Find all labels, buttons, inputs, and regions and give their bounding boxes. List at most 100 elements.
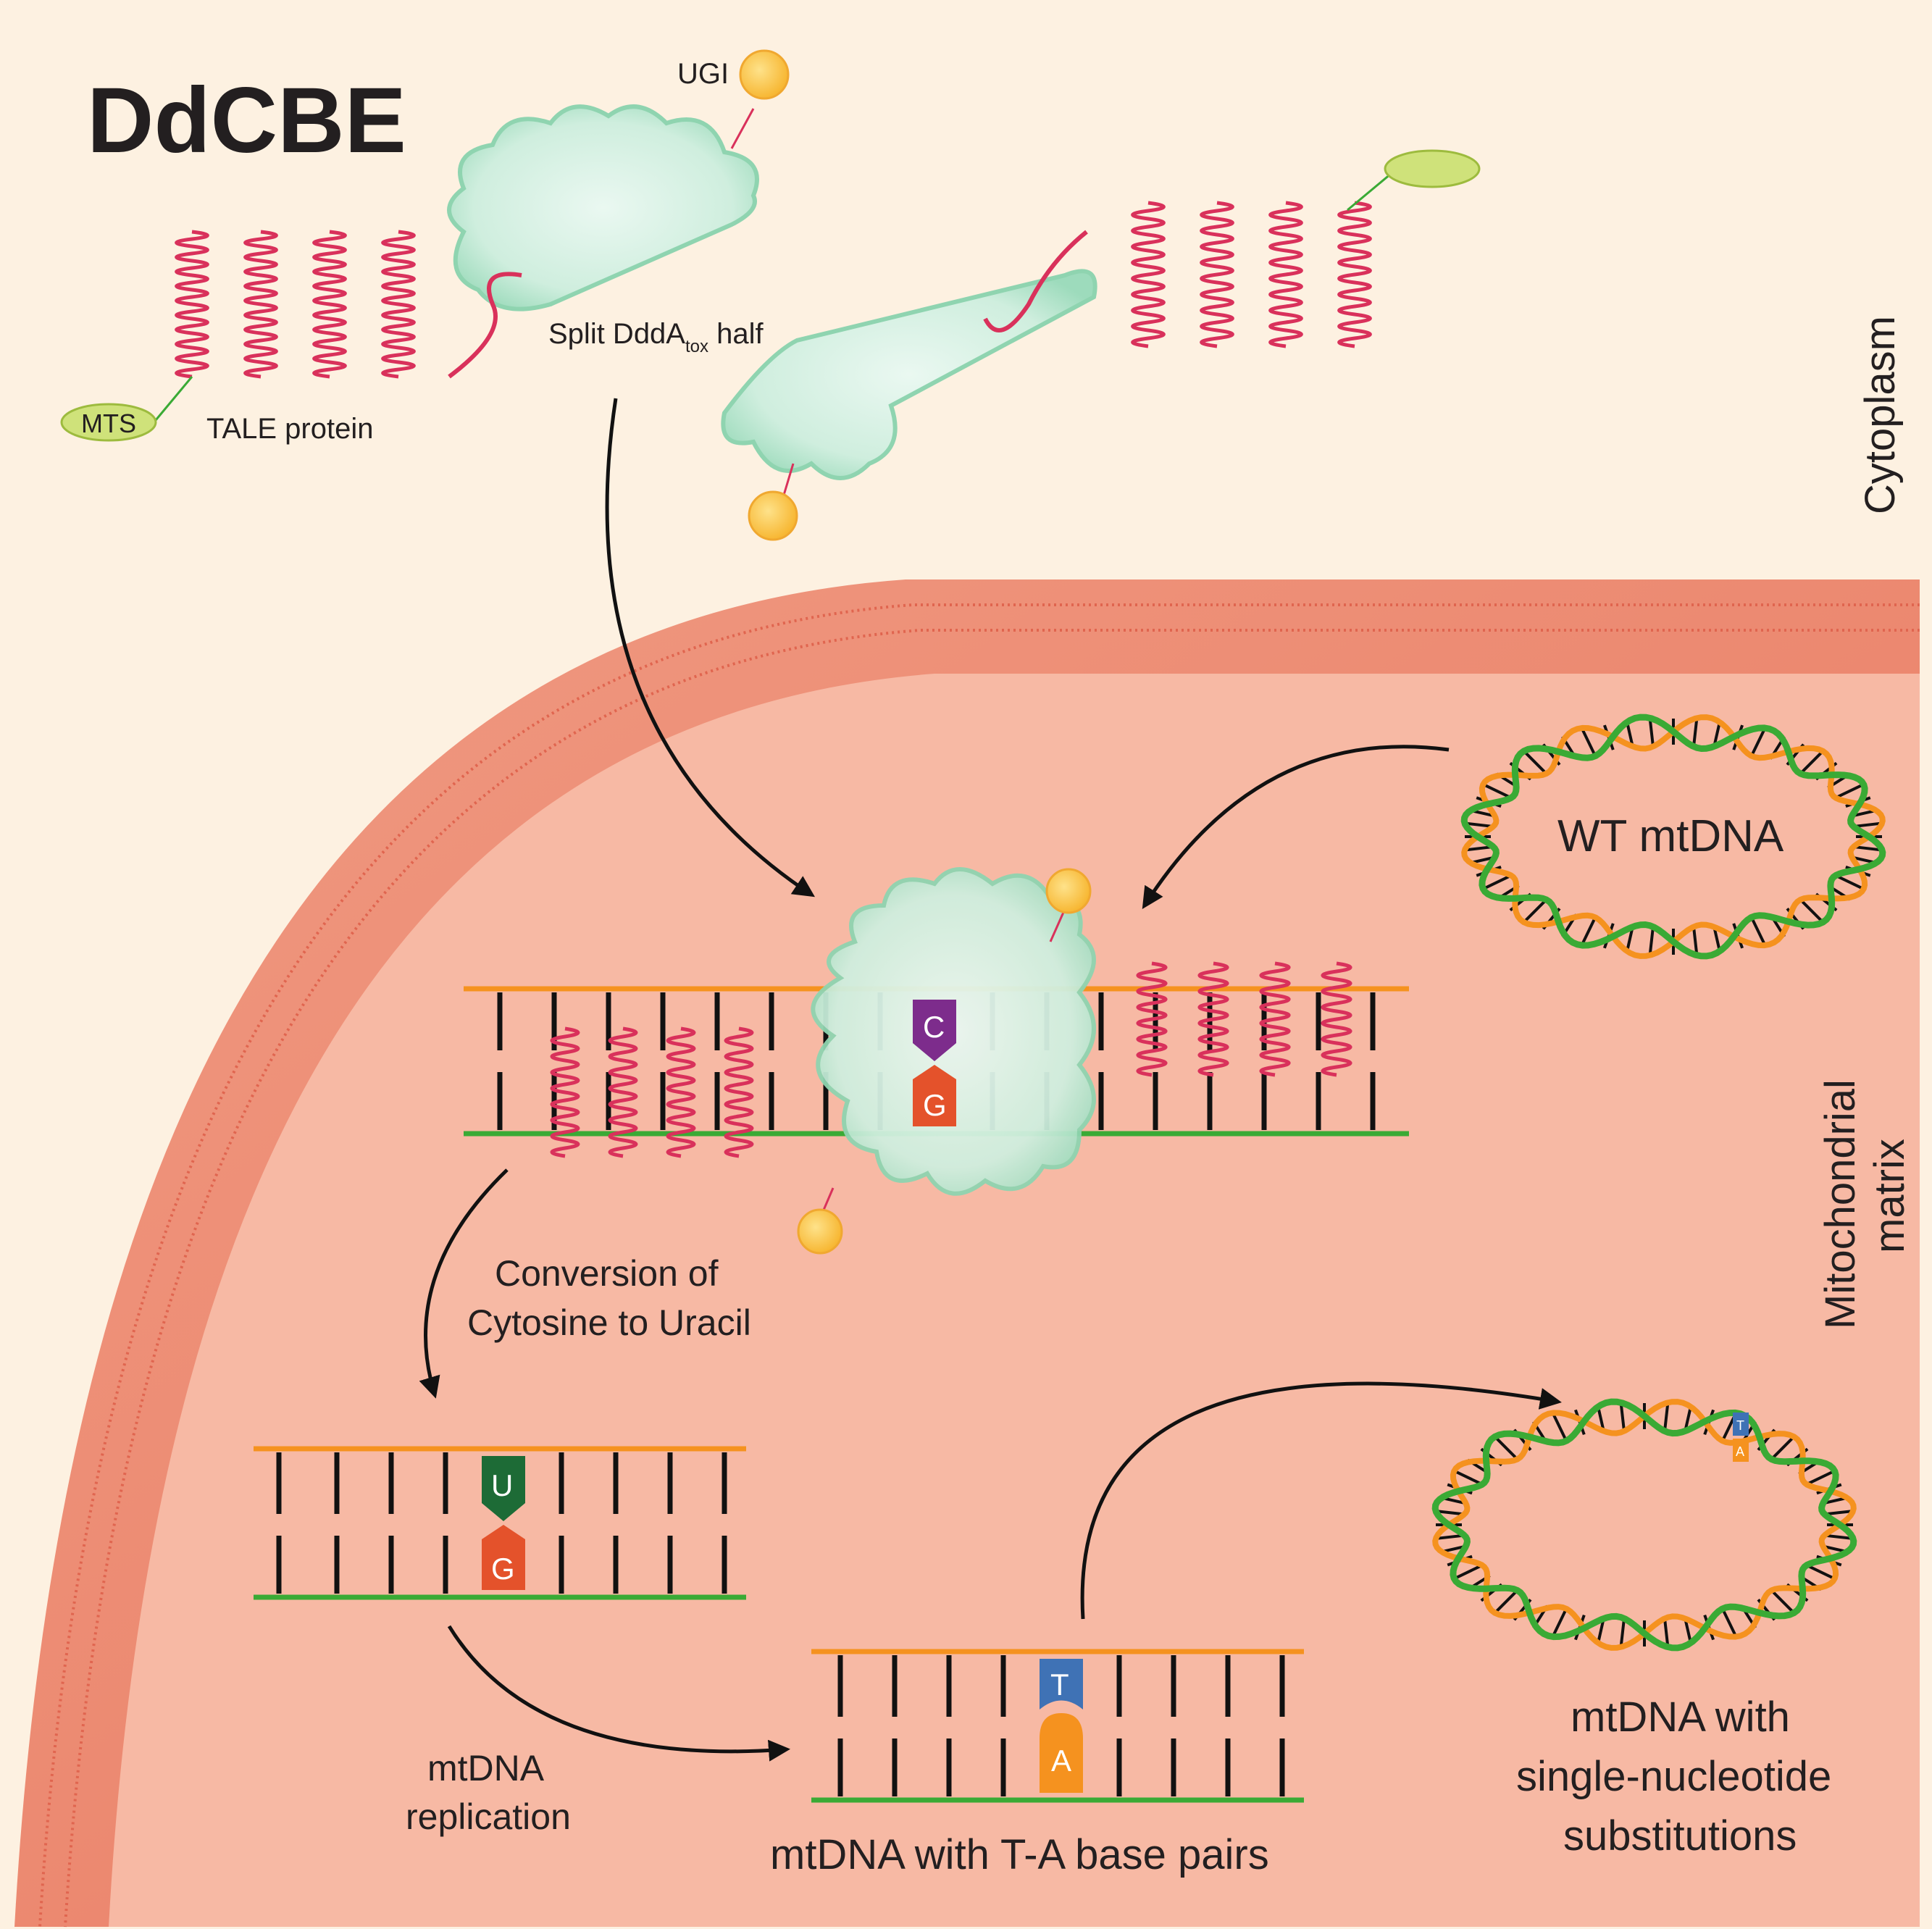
- tale-helix-column: [666, 1026, 696, 1158]
- ring-base-pair: [1801, 752, 1823, 773]
- ring-base-pair: [1625, 721, 1634, 748]
- ring-base-pair: [1619, 1619, 1626, 1646]
- ring-strand-green: [1460, 714, 1886, 960]
- ring-base-pair: [1524, 900, 1546, 921]
- editing-c-label: C: [923, 1010, 945, 1044]
- membrane-line-2: [64, 629, 1920, 1928]
- tale-helix-column: [312, 230, 347, 379]
- ring-base-pair: [1524, 752, 1546, 773]
- ugi-linker-left: [730, 108, 755, 149]
- ring-base-pair: [1713, 926, 1722, 953]
- wt-mtdna-label: WT mtDNA: [1557, 811, 1784, 861]
- ddda-half-left: [447, 104, 759, 311]
- ring-base-pair: [1465, 821, 1492, 828]
- mini-a-base: [1733, 1439, 1749, 1462]
- ring-base-pair: [1663, 1403, 1670, 1431]
- ddcbe-half-right: [721, 149, 1481, 541]
- conversion-label-line2: Cytosine to Uracil: [467, 1302, 751, 1343]
- tale-helix-column: [1268, 201, 1303, 348]
- ug-rungs: [276, 1452, 727, 1594]
- ring-base-pair: [1581, 729, 1596, 755]
- tale-helix-column: [1136, 961, 1168, 1077]
- ring-base-pair: [1854, 845, 1881, 852]
- split-ddda-label: Split DddAtox half: [548, 318, 764, 356]
- editing-g-base: [913, 1065, 956, 1126]
- ring-base-pair: [1581, 919, 1596, 944]
- linker-right: [983, 230, 1088, 332]
- u-label: U: [491, 1468, 513, 1502]
- linker-left: [448, 272, 522, 379]
- replication-label-line2: replication: [406, 1796, 571, 1837]
- ug-duplex: U G: [254, 1446, 746, 1600]
- matrix-label-line1: Mitochondrial: [1817, 1079, 1864, 1329]
- ring-base-pair: [1808, 1470, 1833, 1485]
- mts-linker-left: [154, 376, 193, 421]
- ug-g-base: [482, 1525, 525, 1590]
- edited-mtdna-circle: [1431, 1398, 1857, 1652]
- tale-helix-column: [608, 1026, 638, 1158]
- ring-base-pair: [1808, 1565, 1833, 1579]
- mini-t-base: [1733, 1413, 1749, 1436]
- ugi-domain-right: [748, 490, 798, 541]
- wt-mtdna-circle: [1460, 714, 1886, 960]
- tale-helix-column: [1200, 201, 1234, 348]
- ring-base-pair: [1552, 1414, 1567, 1439]
- tale-helix-column: [1197, 961, 1229, 1077]
- arrow-deamination: [419, 1168, 509, 1399]
- ring-base-pair: [1648, 719, 1655, 746]
- mini-a-label: A: [1736, 1444, 1744, 1459]
- ring-base-pair: [1455, 1470, 1481, 1485]
- tale-helix-column: [1131, 201, 1166, 348]
- editing-c-base: [913, 1000, 956, 1061]
- ug-g-label: G: [491, 1552, 515, 1586]
- arrow-import: [605, 398, 816, 897]
- ring-base-pair: [1495, 1437, 1517, 1459]
- tale-helix-column: [1321, 961, 1352, 1077]
- ugi-domain-left: [739, 49, 790, 100]
- ring-base-pair: [1801, 900, 1823, 921]
- ring-base-pair: [1663, 1619, 1670, 1646]
- ugi-complex-bottom: [797, 1208, 843, 1255]
- tale-protein-right: [1131, 201, 1372, 348]
- ddcbe-half-left: UGI MTS TALE protein Split DddAtox half: [60, 49, 790, 445]
- ring-base-pair: [1751, 729, 1765, 755]
- u-base: [482, 1456, 525, 1521]
- tale-helix-column: [1259, 961, 1291, 1077]
- ring-base-pair: [1437, 1510, 1463, 1516]
- ring-base-pair: [1751, 919, 1765, 944]
- tale-protein-left: [175, 230, 416, 379]
- ring-base-pair: [1722, 1610, 1736, 1636]
- tale-helix-column: [243, 230, 278, 379]
- ring-strand-green: [1431, 1398, 1857, 1652]
- tale-on-dna-right: [1136, 961, 1352, 1077]
- ring-base-pair: [1596, 1405, 1605, 1432]
- ring-base-pair: [1648, 927, 1655, 955]
- t-label: T: [1050, 1668, 1069, 1702]
- ring-base-pair: [1837, 875, 1862, 890]
- editing-complex: C G: [464, 867, 1409, 1255]
- ta-rungs: [837, 1655, 1285, 1796]
- a-base: [1040, 1713, 1083, 1793]
- ugi-linker-complex-top: [1049, 908, 1066, 942]
- membrane-line-1: [38, 603, 1920, 1928]
- conversion-label-line1: Conversion of: [495, 1253, 719, 1294]
- ring-base-pair: [1619, 1403, 1626, 1431]
- arrow-wt-to-editing: [1142, 745, 1450, 910]
- ring-base-pair: [1455, 1565, 1481, 1579]
- t-base: [1040, 1659, 1083, 1710]
- a-label: A: [1051, 1744, 1071, 1778]
- arrow-replication: [447, 1625, 790, 1762]
- ring-base-pair: [1692, 927, 1699, 955]
- mts-tag-right: [1384, 149, 1481, 188]
- tale-helix-column: [175, 230, 209, 379]
- ring-base-pair: [1772, 1591, 1794, 1612]
- ring-base-pair: [1772, 1437, 1794, 1459]
- matrix-label-line2: matrix: [1866, 1139, 1913, 1253]
- ring-base-pair: [1465, 845, 1492, 852]
- tale-on-dna-left: [550, 1026, 754, 1158]
- ring-base-pair: [1826, 1510, 1852, 1516]
- ring-base-pair: [1552, 1610, 1567, 1636]
- mts-linker-right: [1347, 172, 1392, 212]
- ring-base-pair: [1484, 784, 1510, 798]
